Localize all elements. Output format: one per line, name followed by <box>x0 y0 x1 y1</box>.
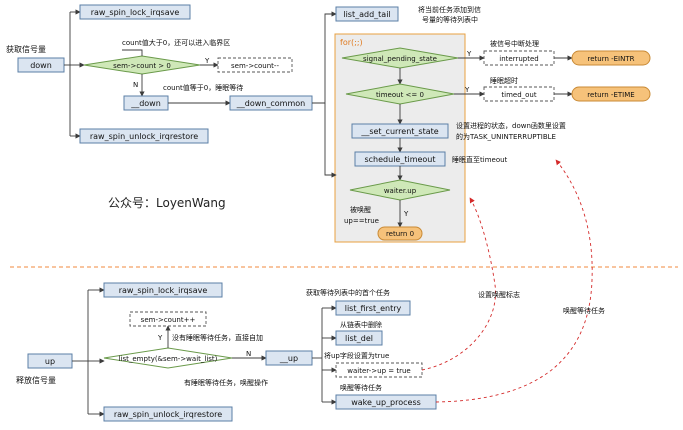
list-del-box[interactable] <box>335 330 383 346</box>
watermark: 公众号：LoyenWang <box>108 196 226 210</box>
down-label: down <box>30 61 52 70</box>
set-state-note-1: 设置进程的状态，down函数里设置 <box>456 121 566 130</box>
list-empty-yes: Y <box>157 334 163 342</box>
set-state-note-2: 的为TASK_UNINTERRUPTIBLE <box>456 132 556 141</box>
up-lock-label: raw_spin_lock_irqsave <box>119 286 208 295</box>
return-eintr-label: return -EINTR <box>587 55 634 63</box>
down-lock-label: raw_spin_lock_irqsave <box>91 8 180 17</box>
waiter-yes: Y <box>403 210 409 218</box>
list-empty-no: N <box>246 350 251 358</box>
timeout-decision-label: timeout <= 0 <box>376 91 424 99</box>
count-inc-label: sem->count++ <box>141 316 196 324</box>
up-label: up <box>45 357 55 366</box>
up-fn-label: __up <box>279 354 298 363</box>
up-unlock-label: raw_spin_unlock_irqrestore <box>114 410 222 419</box>
waiter-up-decision[interactable] <box>349 179 451 201</box>
list-first-entry-label: list_first_entry <box>345 304 402 313</box>
set-flag-label: 设置唤醒标志 <box>478 290 520 299</box>
list-first-entry-box[interactable] <box>335 300 411 316</box>
count-note: count值大于0，还可以进入临界区 <box>122 38 230 47</box>
for-loop-label: for(;;) <box>340 38 363 47</box>
up-unlock-box[interactable] <box>103 406 233 422</box>
add-tail-note-1: 将当前任务添加到信 <box>418 5 481 14</box>
set-up-note: 将up字段设置为true <box>324 351 389 360</box>
count-dec-label: sem->count-- <box>231 62 279 70</box>
timeout-note: 睡眠超时 <box>490 76 518 85</box>
up-lock-box[interactable] <box>103 282 223 298</box>
schedule-timeout-label: schedule_timeout <box>364 155 435 164</box>
timed-out-label: timed_out <box>501 91 536 99</box>
set-up-label: waiter->up = true <box>347 367 410 375</box>
wake-task-link <box>435 159 593 403</box>
down-unlock-box[interactable] <box>79 128 209 144</box>
down-common-label: __down_common <box>236 99 305 108</box>
list-del-note: 从链表中删除 <box>340 320 382 329</box>
up-title: 释放信号量 <box>16 375 56 385</box>
return-zero <box>377 226 423 241</box>
list-empty-label: list_empty(&sem->wait_list) <box>119 355 218 363</box>
return-etime <box>571 86 651 102</box>
count-dec-box[interactable] <box>217 57 293 73</box>
count-inc-box[interactable] <box>129 311 207 327</box>
sched-note: 睡眠直至timeout <box>452 155 508 164</box>
return-etime-label: return -ETIME <box>587 91 634 99</box>
down-lock-box[interactable] <box>79 4 191 20</box>
set-state-label: __set_current_state <box>360 127 438 136</box>
signal-yes: Y <box>466 50 472 58</box>
list-add-tail-label: list_add_tail <box>343 10 390 19</box>
list-add-tail-box[interactable] <box>335 6 399 22</box>
woken-note-1: 被唤醒 <box>350 205 371 214</box>
set-flag-link <box>421 197 496 371</box>
interrupted-label: interrupted <box>499 55 538 63</box>
down-fn-label: __down <box>130 99 161 108</box>
list-del-label: list_del <box>345 334 373 343</box>
down-unlock-label: raw_spin_unlock_irqrestore <box>90 132 198 141</box>
down-title: 获取信号量 <box>6 44 46 54</box>
count-no: N <box>133 81 138 89</box>
return-eintr <box>571 50 651 66</box>
waiter-up-label: waiter.up <box>384 187 417 195</box>
sleep-note: count值等于0，睡眠等待 <box>163 83 243 92</box>
first-entry-note: 获取等待列表中的首个任务 <box>306 288 390 297</box>
count-yes: Y <box>204 57 210 65</box>
wake-up-process-label: wake_up_process <box>351 398 421 407</box>
signal-note: 被信号中断处理 <box>490 39 539 48</box>
no-wait-note: 没有睡眠等待任务，直接自加 <box>172 333 263 342</box>
wake-note: 唤醒等待任务 <box>340 383 382 392</box>
count-decision-label: sem->count > 0 <box>113 62 171 70</box>
woken-note-2: up==true <box>344 217 379 225</box>
timeout-yes: Y <box>464 86 470 94</box>
wait-note: 有睡眠等待任务，唤醒操作 <box>184 378 268 387</box>
signal-decision-label: signal_pending_state <box>363 55 437 63</box>
wake-task-label: 唤醒等待任务 <box>563 306 605 315</box>
add-tail-note-2: 号量的等待列表中 <box>422 15 478 24</box>
return-zero-label: return 0 <box>386 230 414 238</box>
